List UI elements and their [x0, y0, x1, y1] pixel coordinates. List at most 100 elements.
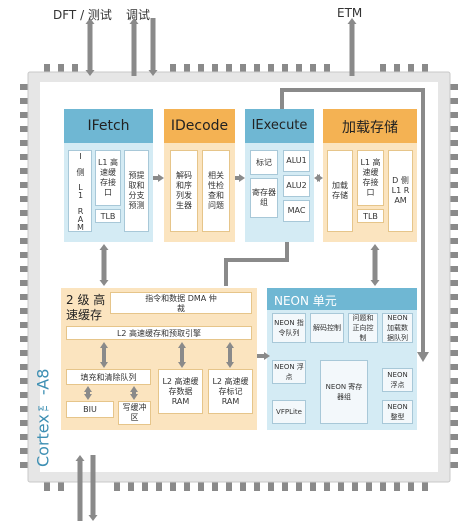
pin-bottom — [366, 481, 372, 491]
pin-bottom — [380, 481, 386, 491]
l2-dma-arbitration: 指令和数据 DMA 仲裁 — [110, 292, 252, 314]
pin-right — [448, 266, 458, 272]
iexecute-alu2: ALU2 — [283, 175, 310, 197]
pin-left — [20, 126, 30, 132]
loadstore-d-l1-ram: D 侧 L1 RAM — [388, 150, 413, 232]
pin-left — [20, 462, 30, 468]
pin-left — [20, 266, 30, 272]
pin-bottom — [324, 481, 330, 491]
loadstore-tlb: TLB — [357, 209, 384, 223]
signal-label-etm: ETM — [337, 6, 363, 20]
pin-bottom — [212, 481, 218, 491]
pin-top — [380, 64, 386, 74]
pin-top — [268, 64, 274, 74]
arrow-loadstore-neon — [370, 244, 380, 286]
pin-bottom — [422, 481, 428, 491]
ifetch-header — [64, 109, 153, 143]
arrow-fillqueue-biu — [84, 386, 92, 400]
pin-right — [448, 238, 458, 244]
ifetch-prefetch-branch: 预提取和分支预测 — [124, 150, 149, 232]
neon-instruction-queue: NEON 指令队列 — [272, 313, 306, 343]
pin-left — [20, 140, 30, 146]
pin-bottom — [394, 481, 400, 491]
pin-left — [20, 196, 30, 202]
ifetch-l1-ram: I 侧 L1 RAM — [68, 150, 92, 232]
signal-label-dft: DFT / 测试 — [53, 8, 112, 22]
iexecute-tag: 标记 — [250, 150, 278, 175]
pin-left — [20, 364, 30, 370]
iexecute-register-file: 寄存器组 — [250, 178, 278, 218]
neon-float: NEON 浮点 — [272, 360, 306, 384]
pin-right — [448, 448, 458, 454]
pin-left — [20, 98, 30, 104]
pin-bottom — [58, 481, 64, 491]
pin-right — [448, 112, 458, 118]
pin-right — [448, 154, 458, 160]
arrow-prefetch-tagram — [226, 342, 234, 368]
pin-bottom — [226, 481, 232, 491]
neon-decode-control: 解码控制 — [310, 313, 344, 343]
pin-left — [20, 252, 30, 258]
pin-top — [254, 64, 260, 74]
loadstore-l1-cache-interface: L1 高速缓存接口 — [357, 150, 384, 206]
pin-left — [20, 182, 30, 188]
signal-label-debug: 调试 — [126, 8, 151, 22]
neon-float-right: NEON 浮点 — [382, 368, 413, 392]
pin-bottom — [254, 481, 260, 491]
pin-top — [226, 64, 232, 74]
pin-bottom — [142, 481, 148, 491]
pin-right — [448, 406, 458, 412]
pin-bottom — [310, 481, 316, 491]
arrows — [75, 18, 429, 521]
pin-top — [198, 64, 204, 74]
pin-right — [448, 196, 458, 202]
cortex-a8-label: Cortex™-A8 — [33, 368, 53, 468]
iexecute-title: IExecute — [251, 118, 308, 133]
pin-top — [296, 64, 302, 74]
pin-right — [448, 420, 458, 426]
pin-right — [448, 294, 458, 300]
pin-right — [448, 392, 458, 398]
l2-data-ram: L2 高速缓存数据 RAM — [158, 369, 203, 414]
pin-top — [212, 64, 218, 74]
pin-top — [240, 64, 246, 74]
loadstore-unit: 加载存储 — [327, 150, 353, 232]
pin-bottom — [296, 481, 302, 491]
neon-integer: NEON 整型 — [382, 400, 413, 424]
idecode-title: IDecode — [170, 118, 229, 134]
pin-left — [20, 448, 30, 454]
l2-cache-prefetch-engine: L2 高速缓存和预取引擎 — [66, 326, 252, 340]
pin-top — [58, 64, 64, 74]
pin-right — [448, 168, 458, 174]
pin-left — [20, 294, 30, 300]
iexecute-header — [245, 109, 314, 143]
pin-bottom — [282, 481, 288, 491]
pin-right — [448, 126, 458, 132]
pin-right — [448, 336, 458, 342]
pin-top — [184, 64, 190, 74]
iexecute-mac: MAC — [283, 200, 310, 222]
neon-issue-forward-control: 问题和正向控制 — [348, 313, 378, 343]
pin-left — [20, 406, 30, 412]
arrow-ifetch-idecode — [153, 174, 164, 182]
pin-left — [20, 112, 30, 118]
arrow-dft — [85, 18, 95, 76]
pin-right — [448, 434, 458, 440]
pin-right — [448, 308, 458, 314]
pin-left — [20, 392, 30, 398]
pin-right — [448, 98, 458, 104]
pin-left — [20, 350, 30, 356]
pin-bottom — [156, 481, 162, 491]
pin-left — [20, 308, 30, 314]
neon-vfplite: VFPLite — [272, 400, 306, 424]
l2-biu: BIU — [66, 401, 114, 418]
arrow-prefetch-dataram — [178, 342, 186, 368]
arrow-fillqueue-writebuffer — [130, 386, 138, 400]
l2-fill-evict-queue: 填充和清除队列 — [66, 369, 151, 385]
pin-right — [448, 224, 458, 230]
pin-right — [448, 462, 458, 468]
l2-write-buffer: 写缓冲区 — [118, 401, 151, 425]
iexecute-alu1: ALU1 — [283, 150, 310, 172]
arrow-ifetch-l2 — [99, 244, 109, 286]
